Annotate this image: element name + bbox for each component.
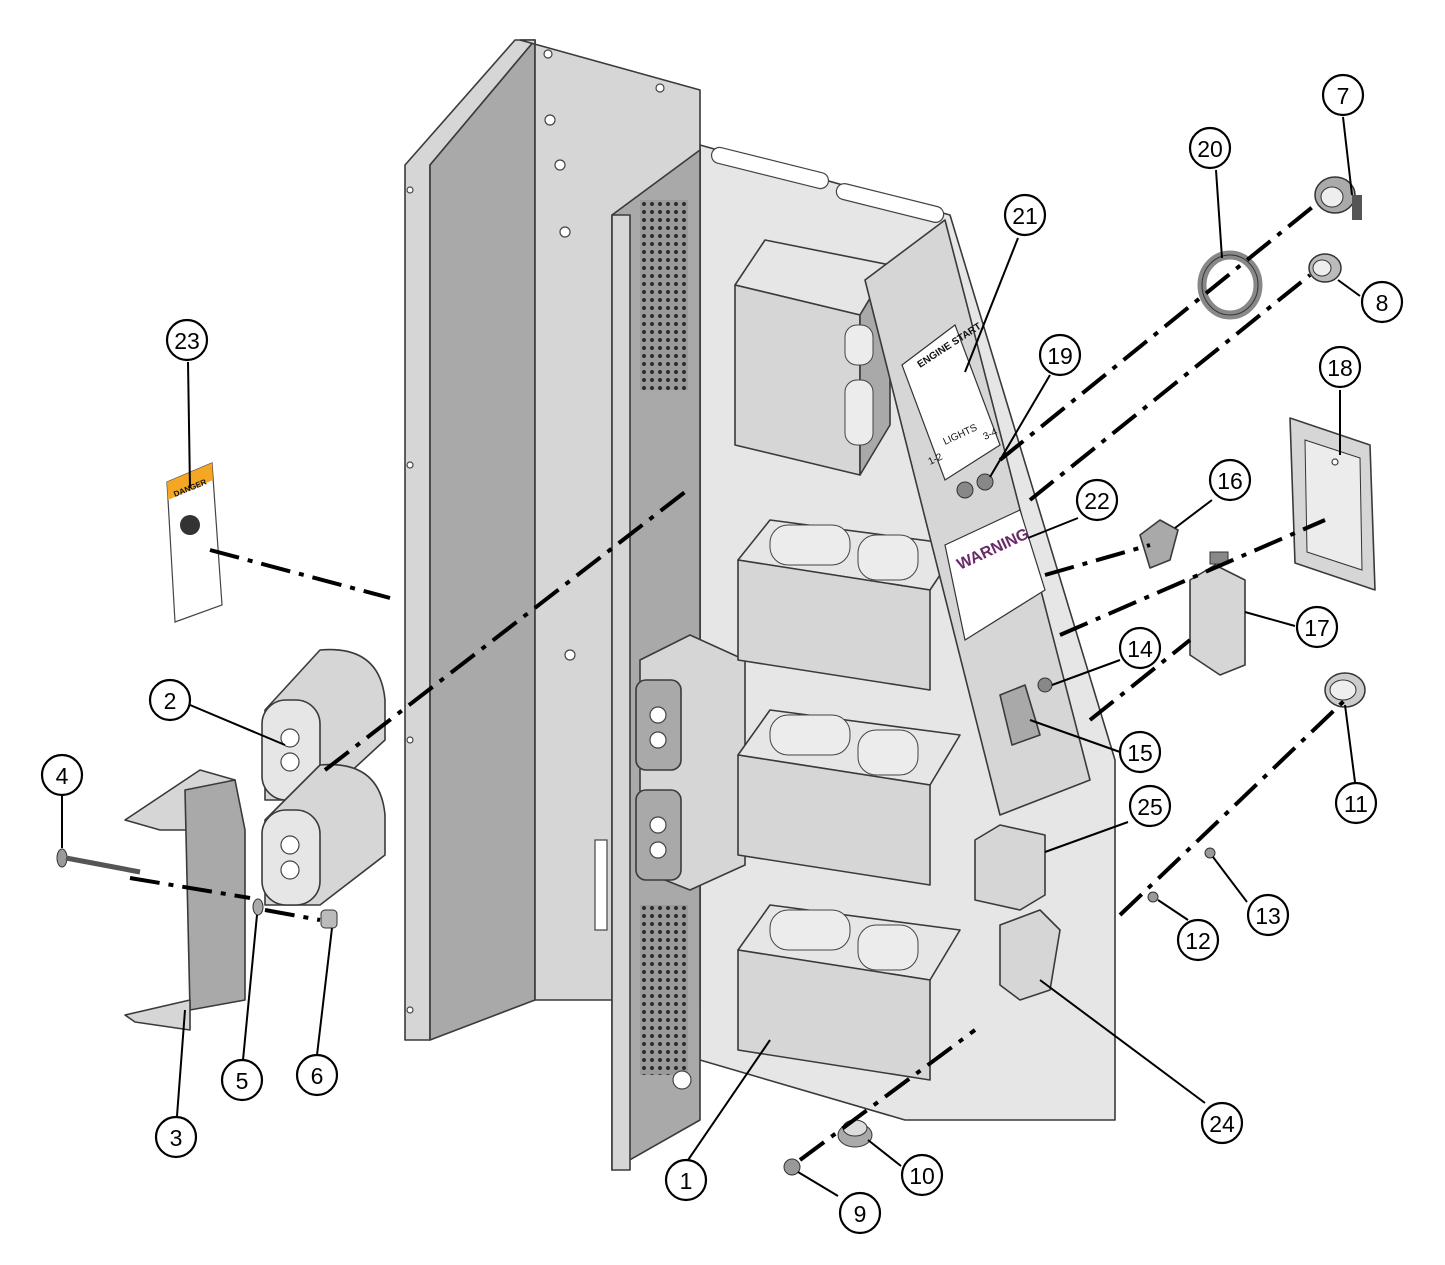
mount-hole bbox=[564, 649, 576, 661]
callout-23: 23 bbox=[165, 318, 209, 362]
callout-1: 1 bbox=[664, 1158, 708, 1202]
callout-7: 7 bbox=[1321, 73, 1365, 117]
svg-text:13: 13 bbox=[1255, 903, 1281, 929]
callout-6: 6 bbox=[295, 1053, 339, 1097]
callout-12: 12 bbox=[1176, 918, 1220, 962]
svg-text:14: 14 bbox=[1127, 636, 1153, 662]
svg-text:8: 8 bbox=[1376, 290, 1389, 316]
callout-21: 21 bbox=[1003, 193, 1047, 237]
lamp-holder-7 bbox=[1314, 176, 1362, 220]
callout-2: 2 bbox=[148, 678, 192, 722]
assembly-lines bbox=[129, 203, 1347, 1162]
grommet-20 bbox=[1197, 250, 1263, 320]
ballast-1 bbox=[737, 519, 961, 691]
svg-text:23: 23 bbox=[174, 328, 200, 354]
mount-hole bbox=[406, 186, 414, 194]
cover-plate-18 bbox=[1289, 417, 1376, 591]
callout-4: 4 bbox=[40, 753, 84, 797]
screw-12 bbox=[1147, 891, 1159, 903]
fitting-10 bbox=[837, 1119, 873, 1148]
callout-3: 3 bbox=[154, 1115, 198, 1159]
ballast-3 bbox=[737, 904, 961, 1081]
svg-text:24: 24 bbox=[1209, 1111, 1235, 1137]
callout-5: 5 bbox=[220, 1058, 264, 1102]
callout-11: 11 bbox=[1334, 781, 1378, 825]
callout-8: 8 bbox=[1360, 280, 1404, 324]
callout-25: 25 bbox=[1128, 784, 1172, 828]
mount-hole bbox=[406, 461, 414, 469]
capacitor-upper bbox=[261, 648, 386, 801]
callout-17: 17 bbox=[1295, 605, 1339, 649]
slot bbox=[594, 839, 608, 931]
svg-text:1: 1 bbox=[680, 1168, 693, 1194]
danger-decal: DANGER bbox=[166, 462, 223, 623]
svg-text:11: 11 bbox=[1344, 791, 1368, 817]
svg-text:20: 20 bbox=[1197, 136, 1223, 162]
svg-text:16: 16 bbox=[1217, 468, 1243, 494]
svg-text:7: 7 bbox=[1337, 83, 1350, 109]
ballast-2 bbox=[737, 709, 961, 886]
perforation-grid-top bbox=[640, 200, 688, 390]
screw-13 bbox=[1204, 847, 1216, 859]
washer-5 bbox=[252, 898, 264, 916]
control-plate: ENGINE START LIGHTS 1-2 3-4 WARNING bbox=[864, 219, 1091, 816]
callout-19: 19 bbox=[1038, 333, 1082, 377]
mount-hole bbox=[554, 159, 566, 171]
breaker-24 bbox=[999, 909, 1061, 1001]
transformer-top bbox=[734, 239, 891, 476]
callout-15: 15 bbox=[1118, 730, 1162, 774]
svg-text:15: 15 bbox=[1127, 740, 1153, 766]
callout-10: 10 bbox=[900, 1153, 944, 1197]
svg-text:10: 10 bbox=[909, 1163, 935, 1189]
nut-6 bbox=[320, 909, 338, 929]
svg-text:19: 19 bbox=[1047, 343, 1073, 369]
callouts: 1 2 3 4 5 6 7 8 9 10 11 12 13 14 15 16 1… bbox=[40, 73, 1404, 1235]
callout-16: 16 bbox=[1208, 458, 1252, 502]
svg-text:21: 21 bbox=[1012, 203, 1038, 229]
mount-hole bbox=[655, 83, 665, 93]
svg-text:9: 9 bbox=[854, 1201, 867, 1227]
svg-text:5: 5 bbox=[236, 1068, 249, 1094]
mount-hole bbox=[543, 49, 553, 59]
callout-18: 18 bbox=[1318, 345, 1362, 389]
svg-text:25: 25 bbox=[1137, 794, 1163, 820]
capacitor-mount-box bbox=[635, 634, 746, 891]
svg-text:2: 2 bbox=[164, 688, 177, 714]
mount-hole bbox=[544, 114, 556, 126]
svg-text:22: 22 bbox=[1084, 488, 1110, 514]
leader-lines bbox=[61, 116, 1361, 1197]
perforation-grid-bottom bbox=[640, 905, 688, 1075]
mount-hole bbox=[406, 1006, 414, 1014]
svg-text:12: 12 bbox=[1185, 928, 1211, 954]
svg-text:6: 6 bbox=[311, 1063, 324, 1089]
grommet-hole bbox=[672, 1070, 692, 1090]
svg-text:3: 3 bbox=[170, 1125, 183, 1151]
callout-20: 20 bbox=[1188, 126, 1232, 170]
svg-text:4: 4 bbox=[56, 763, 69, 789]
rocker-switch-16 bbox=[1139, 519, 1179, 569]
capacitor-lower bbox=[261, 763, 386, 906]
callout-22: 22 bbox=[1075, 478, 1119, 522]
bolt-4 bbox=[56, 848, 141, 875]
svg-text:17: 17 bbox=[1304, 615, 1330, 641]
mount-hole bbox=[559, 226, 571, 238]
capacitor-bracket bbox=[124, 769, 246, 1031]
receptacle-17 bbox=[1189, 551, 1246, 676]
callout-9: 9 bbox=[838, 1191, 882, 1235]
mount-hole bbox=[406, 736, 414, 744]
screw-9 bbox=[783, 1158, 801, 1176]
svg-text:18: 18 bbox=[1327, 355, 1353, 381]
callout-13: 13 bbox=[1246, 893, 1290, 937]
callout-24: 24 bbox=[1200, 1101, 1244, 1145]
grommet-11 bbox=[1324, 672, 1366, 708]
callout-14: 14 bbox=[1118, 626, 1162, 670]
relay-25 bbox=[974, 824, 1046, 911]
plug-8 bbox=[1308, 253, 1342, 283]
